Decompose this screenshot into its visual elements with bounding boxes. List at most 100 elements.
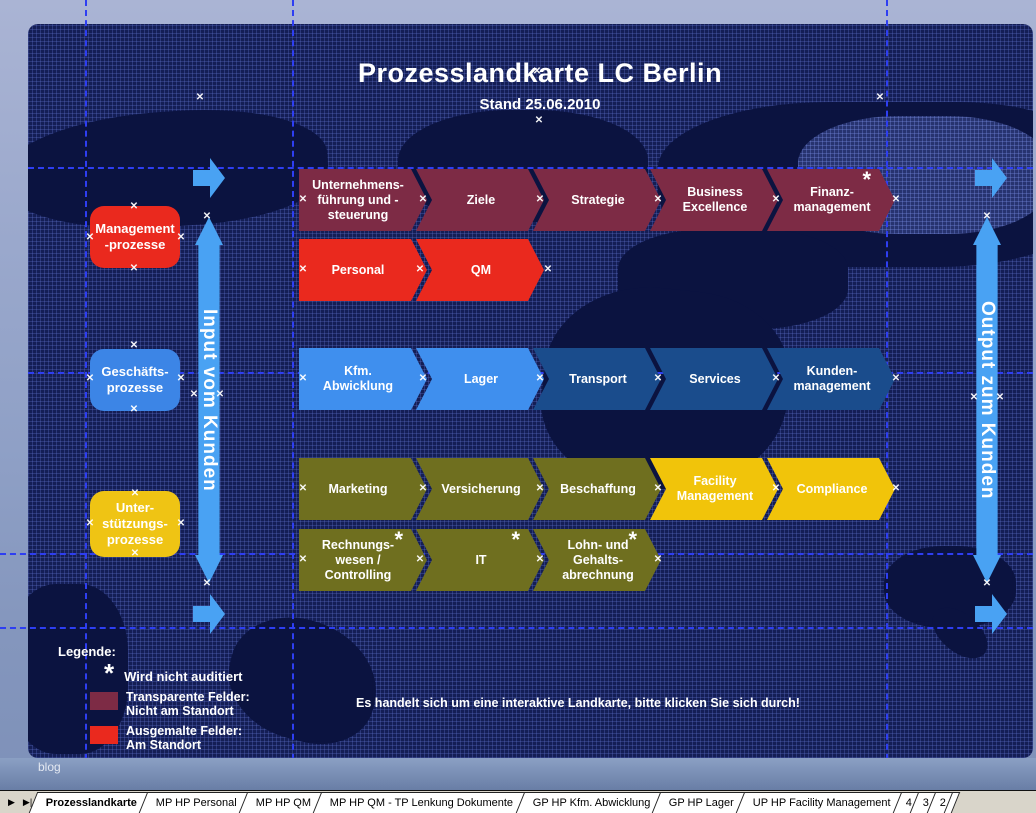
flow-arrow-icon: [975, 594, 1007, 634]
input-arrow-label: Input vom Kunden: [199, 308, 220, 492]
sheet-tab-mp-hp-personal[interactable]: MP HP Personal: [139, 792, 255, 813]
legend-item-label: Wird nicht auditiert: [124, 669, 243, 684]
shape-anchor-marker: ✕: [195, 92, 205, 103]
shape-anchor-marker: ✕: [415, 554, 425, 565]
sheet-tab-label: MP HP QM: [256, 797, 312, 809]
sheet-tab-gp-hp-kfm-abwicklung[interactable]: GP HP Kfm. Abwicklung: [515, 792, 668, 813]
process-row-support-2: Rechnungs- wesen / Controlling*IT*Lohn- …: [299, 529, 661, 591]
shape-anchor-marker: ✕: [418, 373, 428, 384]
shape-anchor-marker: ✕: [982, 578, 992, 589]
process-chevron-label: Transport: [569, 371, 627, 386]
shape-anchor-marker: ✕: [543, 264, 553, 275]
process-chevron-personal[interactable]: Personal: [299, 239, 427, 301]
category-box-managementprozesse[interactable]: Management -prozesse: [90, 206, 180, 268]
sheet-tab-prozesslandkarte[interactable]: Prozesslandkarte: [28, 792, 155, 813]
shape-anchor-marker: ✕: [298, 194, 308, 205]
shape-anchor-marker: ✕: [202, 211, 212, 222]
process-chevron-transport[interactable]: Transport: [533, 348, 661, 410]
shape-anchor-marker: ✕: [891, 194, 901, 205]
shape-anchor-marker: ✕: [298, 554, 308, 565]
process-chevron-it[interactable]: IT *: [416, 529, 544, 591]
process-chevron-ziele[interactable]: Ziele: [416, 169, 544, 231]
process-chevron-facility-management[interactable]: Facility Management: [650, 458, 778, 520]
process-chevron-kfm-abwicklung[interactable]: Kfm. Abwicklung: [299, 348, 427, 410]
shape-anchor-marker: ✕: [532, 66, 542, 77]
process-chevron-label: Lohn- und Gehalts- abrechnung: [562, 537, 634, 582]
sheet-tab-up-hp-facility-management[interactable]: UP HP Facility Management: [736, 792, 909, 813]
page-title: Prozesslandkarte LC Berlin: [357, 58, 723, 88]
page-break-line-horizontal: [28, 167, 1033, 169]
process-chevron-versicherung[interactable]: Versicherung: [416, 458, 544, 520]
process-chevron-strategie[interactable]: Strategie: [533, 169, 661, 231]
shape-anchor-marker: ✕: [891, 483, 901, 494]
sheet-tab-mp-hp-qm-tp-lenkung-dokumente[interactable]: MP HP QM - TP Lenkung Dokumente: [313, 792, 531, 813]
shape-anchor-marker: ✕: [535, 483, 545, 494]
legend-item-transparent: Transparente Felder: Nicht am Standort: [90, 690, 308, 718]
process-row-business: Kfm. Abwicklung Lager Transport Services Kun…: [299, 348, 895, 410]
flow-arrow-icon: [975, 158, 1007, 198]
shape-anchor-marker: ✕: [129, 404, 139, 415]
process-chevron-marketing[interactable]: Marketing: [299, 458, 427, 520]
process-chevron-unternehmens-führung-und-steuerung[interactable]: Unternehmens- führung und - steuerung: [299, 169, 427, 231]
interactive-map-note: Es handelt sich um eine interaktive Land…: [356, 696, 800, 710]
shape-anchor-marker: ✕: [298, 483, 308, 494]
category-box-unterstuetzungsprozesse[interactable]: Unter- stützungs- prozesse: [90, 491, 180, 557]
process-chevron-business-excellence[interactable]: Business Excellence: [650, 169, 778, 231]
shape-anchor-marker: ✕: [130, 548, 140, 559]
process-chevron-beschaffung[interactable]: Beschaffung: [533, 458, 661, 520]
shape-anchor-marker: ✕: [534, 115, 544, 126]
process-chevron-label: Strategie: [571, 192, 625, 207]
shape-anchor-marker: ✕: [653, 554, 663, 565]
category-box-geschaeftsprozesse[interactable]: Geschäfts- prozesse: [90, 349, 180, 411]
not-audited-asterisk: *: [511, 527, 520, 552]
process-row-management-1: Unternehmens- führung und - steuerung Zie…: [299, 169, 895, 231]
not-audited-asterisk: *: [862, 167, 871, 192]
shape-anchor-marker: ✕: [535, 373, 545, 384]
legend-item-asterisk: * Wird nicht auditiert: [104, 658, 308, 688]
shape-anchor-marker: ✕: [129, 201, 139, 212]
tab-scroll-buttons: ▶ ▶|: [0, 792, 40, 813]
sheet-tab-label: MP HP Personal: [156, 797, 238, 809]
shape-anchor-marker: ✕: [653, 483, 663, 494]
scroll-next-icon[interactable]: ▶: [8, 797, 15, 807]
sheet-tab-label: GP HP Lager: [669, 797, 735, 809]
shape-anchor-marker: ✕: [653, 194, 663, 205]
process-chevron-compliance[interactable]: Compliance: [767, 458, 895, 520]
process-chevron-lager[interactable]: Lager: [416, 348, 544, 410]
process-map-content: Prozesslandkarte LC Berlin Stand 25.06.2…: [28, 24, 1033, 758]
sheet-tab-label: Prozesslandkarte: [45, 797, 138, 809]
scroll-last-icon[interactable]: ▶|: [22, 797, 33, 807]
page-break-line-vertical: [886, 0, 888, 790]
sheet-bottom-margin: [0, 758, 1036, 790]
flow-arrow-icon: [193, 158, 225, 198]
shape-anchor-marker: ✕: [130, 488, 140, 499]
process-chevron-label: Lager: [463, 371, 499, 386]
shape-anchor-marker: ✕: [176, 232, 186, 243]
not-audited-asterisk: *: [628, 527, 637, 552]
process-chevron-lohn-und-gehalts-abrechnung[interactable]: Lohn- und Gehalts- abrechnung*: [533, 529, 661, 591]
shape-anchor-marker: ✕: [298, 264, 308, 275]
process-chevron-label: Business Excellence: [682, 185, 748, 214]
process-chevron-label: Kunden- management: [793, 364, 871, 393]
shape-anchor-marker: ✕: [771, 194, 781, 205]
asterisk-icon: *: [104, 658, 115, 688]
process-chevron-label: Marketing: [328, 481, 388, 496]
process-chevron-label: IT: [475, 552, 487, 567]
process-chevron-kunden-management[interactable]: Kunden- management: [767, 348, 895, 410]
shape-anchor-marker: ✕: [995, 392, 1005, 403]
process-chevron-qm[interactable]: QM: [416, 239, 544, 301]
input-vom-kunden-arrow: Input vom Kunden: [195, 217, 223, 583]
process-chevron-rechnungs-wesen-controlling[interactable]: Rechnungs- wesen / Controlling*: [299, 529, 427, 591]
process-chevron-finanz-management[interactable]: Finanz- management*: [767, 169, 895, 231]
process-chevron-label: Ziele: [466, 192, 496, 207]
process-chevron-label: Personal: [331, 262, 385, 277]
process-chevron-label: Versicherung: [441, 481, 521, 496]
shape-anchor-marker: ✕: [875, 92, 885, 103]
shape-anchor-marker: ✕: [418, 194, 428, 205]
legend-item-label: Transparente Felder: Nicht am Standort: [126, 690, 250, 718]
process-chevron-label: Kfm. Abwicklung: [322, 364, 394, 393]
page-break-line-vertical: [85, 0, 87, 790]
sheet-tab-label: UP HP Facility Management: [753, 797, 891, 809]
process-chevron-services[interactable]: Services: [650, 348, 778, 410]
